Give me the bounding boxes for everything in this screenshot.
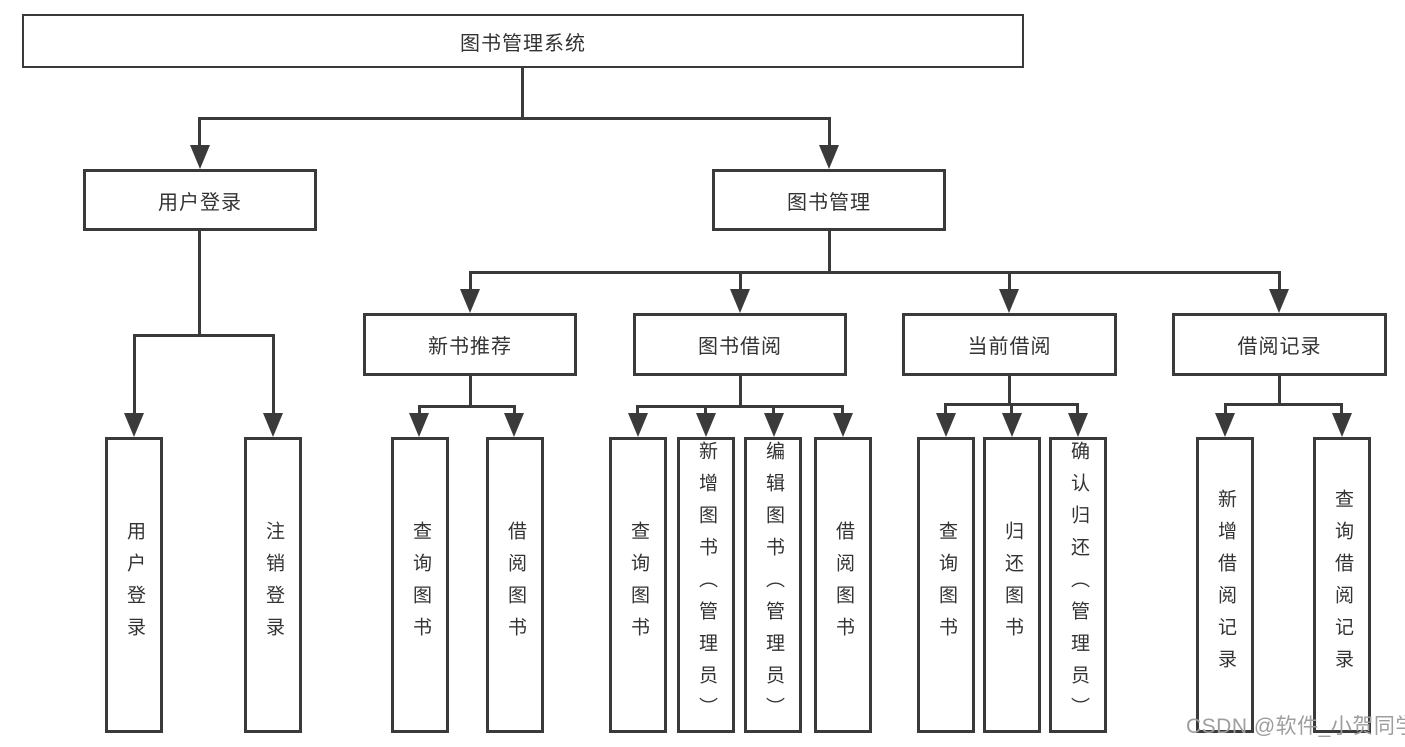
connector-line [1224,403,1227,417]
arrow-down-icon [263,413,283,437]
connector-line [841,405,844,417]
connector-line [133,334,275,337]
leaf-logout: 注销登录 [244,437,302,733]
leaf-user-login: 用户登录 [105,437,163,733]
arrow-down-icon [1068,413,1088,437]
connector-line [944,403,947,417]
node-borrow-records: 借阅记录 [1172,313,1387,376]
arrow-down-icon [1332,413,1352,437]
connector-line [469,271,1281,274]
arrow-down-icon [730,289,750,313]
connector-line [198,231,201,337]
leaf-return-books: 归还图书 [983,437,1041,733]
connector-line [1278,375,1281,406]
leaf-query-books-3: 查询图书 [917,437,975,733]
arrow-down-icon [409,413,429,437]
connector-line [1010,403,1013,417]
arrow-down-icon [1269,289,1289,313]
connector-line [418,405,516,408]
leaf-edit-books-admin: 编辑图书（管理员） [744,437,802,733]
connector-line [133,334,136,417]
arrow-down-icon [833,413,853,437]
connector-line [272,334,275,417]
connector-line [636,405,639,417]
connector-line [469,376,472,408]
connector-line [513,405,516,417]
node-user-login: 用户登录 [83,169,317,231]
arrow-down-icon [124,413,144,437]
connector-line [636,405,844,408]
connector-line [828,117,831,149]
connector-line [1008,375,1011,406]
leaf-borrow-books-2: 借阅图书 [814,437,872,733]
connector-line [198,117,831,120]
leaf-query-books-1: 查询图书 [391,437,449,733]
arrow-down-icon [190,145,210,169]
connector-line [739,376,742,408]
node-book-management: 图书管理 [712,169,946,231]
connector-line [1008,271,1011,293]
leaf-borrow-books-1: 借阅图书 [486,437,544,733]
leaf-add-borrow-record: 新增借阅记录 [1196,437,1254,733]
node-current-borrow: 当前借阅 [902,313,1117,376]
connector-line [772,405,775,417]
arrow-down-icon [819,145,839,169]
connector-line [739,271,742,293]
connector-line [704,405,707,417]
node-root: 图书管理系统 [22,14,1024,68]
leaf-query-books-2: 查询图书 [609,437,667,733]
arrow-down-icon [936,413,956,437]
connector-line [418,405,421,417]
connector-line [828,231,831,274]
arrow-down-icon [1002,413,1022,437]
leaf-query-borrow-record: 查询借阅记录 [1313,437,1371,733]
connector-line [469,271,472,293]
arrow-down-icon [764,413,784,437]
watermark-text: CSDN @软件_小贺同学 [1186,715,1405,738]
node-new-book-recommend: 新书推荐 [363,313,577,376]
arrow-down-icon [999,289,1019,313]
arrow-down-icon [460,289,480,313]
connector-line [1224,403,1343,406]
connector-line [1278,271,1281,293]
arrow-down-icon [504,413,524,437]
connector-line [1340,403,1343,417]
arrow-down-icon [696,413,716,437]
connector-line [521,68,524,120]
leaf-confirm-return-admin: 确认归还（管理员） [1049,437,1107,733]
connector-line [198,117,201,149]
node-book-borrow: 图书借阅 [633,313,847,376]
leaf-add-books-admin: 新增图书（管理员） [677,437,735,733]
arrow-down-icon [1215,413,1235,437]
arrow-down-icon [628,413,648,437]
connector-line [1076,403,1079,417]
